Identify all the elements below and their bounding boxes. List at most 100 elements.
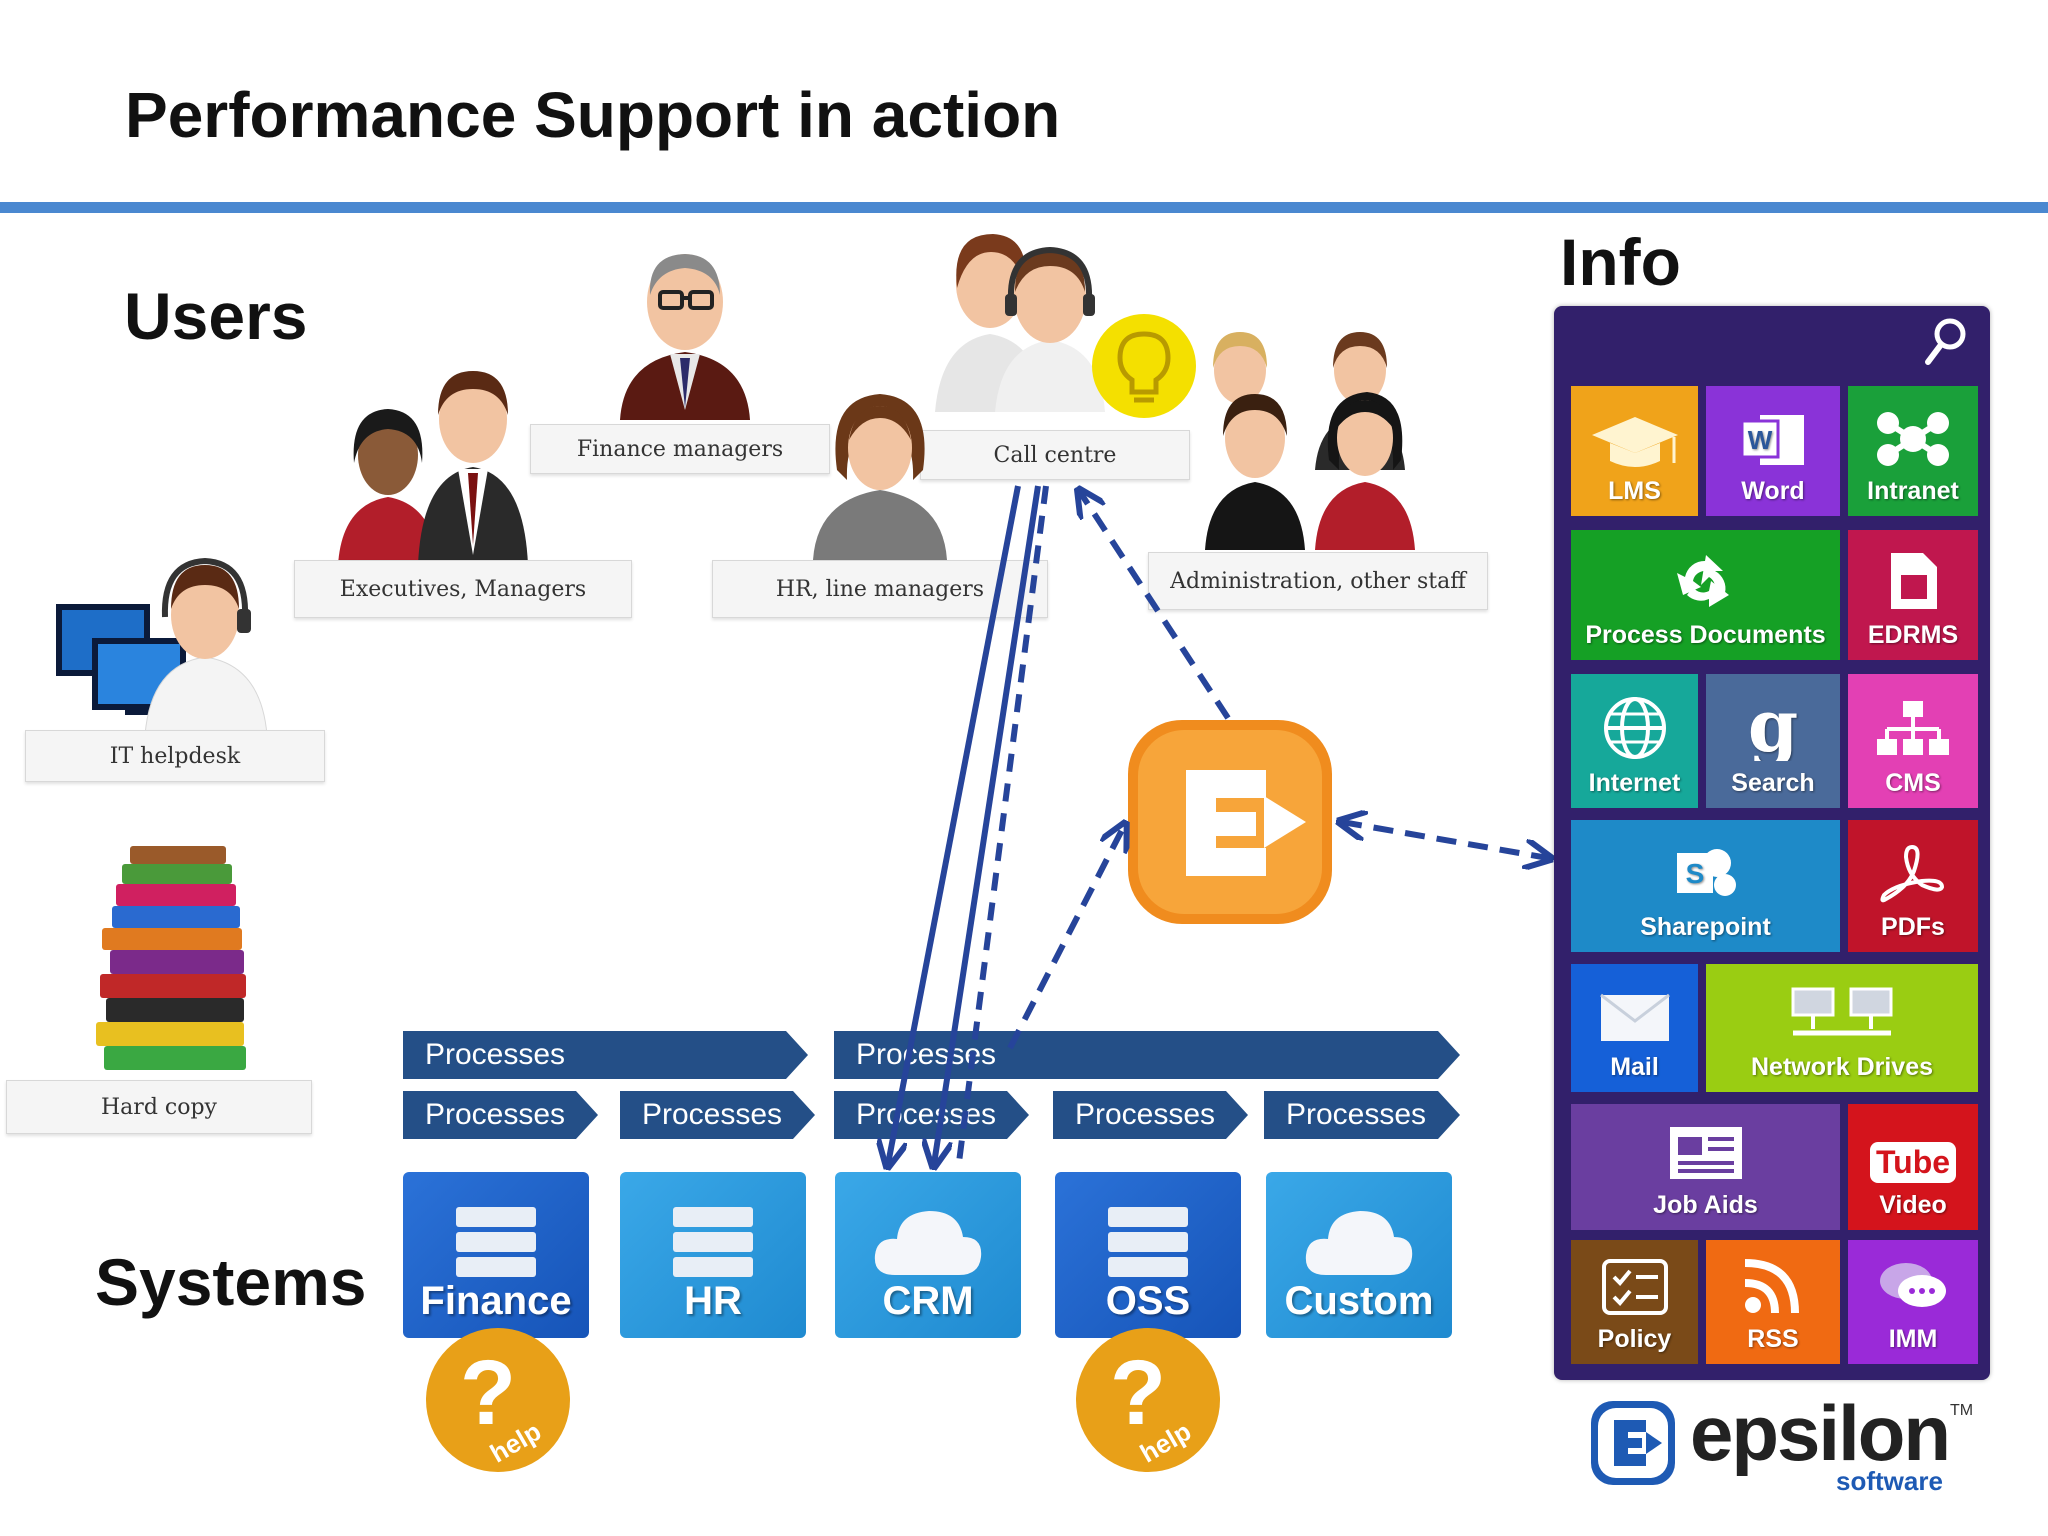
word-icon: W <box>1740 415 1804 465</box>
header-divider <box>0 202 2048 213</box>
svg-text:S: S <box>1685 858 1704 889</box>
tile-intranet[interactable]: Intranet <box>1848 386 1978 516</box>
search-icon[interactable] <box>1924 316 1968 368</box>
cloud-icon <box>1305 1211 1413 1275</box>
globe-icon <box>1603 697 1666 759</box>
tile-label: Internet <box>1588 769 1681 797</box>
chat-bubbles-icon <box>1880 1263 1946 1307</box>
system-label: OSS <box>1105 1279 1191 1323</box>
label-finance-managers: Finance managers <box>530 424 830 474</box>
process-bar-bottom-3: Processes <box>834 1091 1029 1139</box>
tile-label: PDFs <box>1881 913 1945 941</box>
tile-label: Video <box>1879 1191 1947 1219</box>
tile-label: Search <box>1731 769 1815 797</box>
tile-label: Process Documents <box>1585 621 1826 649</box>
tile-imm[interactable]: IMM <box>1848 1240 1978 1364</box>
question-mark-icon: ? <box>460 1342 516 1444</box>
database-icon <box>1108 1207 1188 1277</box>
database-icon <box>673 1207 753 1277</box>
process-bar-bottom-4: Processes <box>1053 1091 1248 1139</box>
users-heading: Users <box>124 279 308 353</box>
tile-label: Intranet <box>1867 477 1959 505</box>
tile-lms[interactable]: LMS <box>1571 386 1698 516</box>
tile-label: Word <box>1741 477 1805 505</box>
help-badge-finance[interactable]: ? help <box>424 1326 572 1474</box>
rss-icon <box>1744 1259 1799 1314</box>
tile-policy[interactable]: Policy <box>1571 1240 1698 1364</box>
epsilon-logo-icon <box>1591 1401 1675 1485</box>
tile-network-drives[interactable]: Network Drives <box>1706 964 1978 1092</box>
tile-label: LMS <box>1608 477 1661 505</box>
tile-label: Job Aids <box>1653 1191 1758 1219</box>
system-tile-custom[interactable]: Custom <box>1266 1172 1452 1338</box>
tile-label: EDRMS <box>1867 621 1959 649</box>
tile-sharepoint[interactable]: S Sharepoint <box>1571 820 1840 952</box>
tile-job-aids[interactable]: Job Aids <box>1571 1104 1840 1230</box>
systems-heading: Systems <box>95 1245 367 1319</box>
system-label: CRM <box>882 1279 974 1323</box>
dashed-line-call-to-crm <box>955 485 1049 1171</box>
network-nodes-icon <box>1877 412 1949 466</box>
help-badge-oss[interactable]: ? help <box>1074 1326 1222 1474</box>
it-helpdesk-figure <box>56 557 268 735</box>
epsilon-hub-icon[interactable] <box>1124 716 1336 928</box>
system-tile-crm[interactable]: CRM <box>835 1172 1021 1338</box>
tile-label: Mail <box>1610 1053 1659 1081</box>
label-hard-copy: Hard copy <box>6 1080 312 1134</box>
tile-search[interactable]: g Search <box>1706 674 1840 808</box>
envelope-icon <box>1599 993 1670 1041</box>
dashed-arrow-to-call-centre <box>1080 492 1231 720</box>
tile-label: IMM <box>1888 1325 1938 1353</box>
dashed-arrow-to-epsilon <box>1007 826 1124 1050</box>
label-it-helpdesk: IT helpdesk <box>25 730 325 782</box>
info-heading: Info <box>1560 225 1681 299</box>
cloud-icon <box>874 1211 982 1275</box>
brand-name: epsilon <box>1690 1389 1951 1477</box>
graduation-cap-icon <box>1591 417 1678 467</box>
tile-label: RSS <box>1747 1325 1799 1353</box>
process-bar-top-1: Processes <box>403 1031 808 1079</box>
brand-subtitle: software <box>1836 1466 1943 1496</box>
tile-rss[interactable]: RSS <box>1706 1240 1840 1364</box>
tile-label: CMS <box>1885 769 1941 797</box>
youtube-icon: Tube <box>1869 1142 1957 1183</box>
tile-word[interactable]: W Word <box>1706 386 1840 516</box>
tile-video[interactable]: Tube Video <box>1848 1104 1978 1230</box>
process-bar-bottom-1: Processes <box>403 1091 598 1139</box>
finance-manager-figure <box>620 254 750 420</box>
tile-label: Policy <box>1597 1325 1672 1353</box>
books-stack-icon <box>96 846 246 1070</box>
dashed-arrow-epsilon-info <box>1342 822 1548 858</box>
process-bar-bottom-5: Processes <box>1264 1091 1460 1139</box>
solid-arrow-to-crm-2 <box>934 485 1041 1164</box>
system-tile-oss[interactable]: OSS <box>1055 1172 1241 1338</box>
tile-cms[interactable]: CMS <box>1848 674 1978 808</box>
label-executives-managers: Executives, Managers <box>294 560 632 618</box>
tile-label: Sharepoint <box>1640 913 1771 941</box>
label-hr-line-managers: HR, line managers <box>712 560 1048 618</box>
question-mark-icon: ? <box>1110 1342 1166 1444</box>
label-call-centre: Call centre <box>920 430 1190 480</box>
solid-arrow-to-crm <box>888 485 1021 1164</box>
google-g-icon: g <box>1748 691 1798 761</box>
tile-label: Network Drives <box>1750 1053 1934 1081</box>
hr-manager-figure <box>813 394 947 560</box>
sitemap-icon <box>1877 701 1949 755</box>
newspaper-icon <box>1669 1127 1742 1179</box>
system-label: HR <box>684 1279 742 1323</box>
system-tile-finance[interactable]: Finance <box>403 1172 589 1338</box>
tile-internet[interactable]: Internet <box>1571 674 1698 808</box>
database-icon <box>456 1207 536 1277</box>
network-drives-icon <box>1791 987 1893 1036</box>
system-label: Custom <box>1284 1279 1434 1323</box>
system-tile-hr[interactable]: HR <box>620 1172 806 1338</box>
tile-process-documents[interactable]: Process Documents <box>1571 530 1840 660</box>
tile-edrms[interactable]: EDRMS <box>1848 530 1978 660</box>
tile-mail[interactable]: Mail <box>1571 964 1698 1092</box>
sharepoint-icon: S <box>1676 849 1736 896</box>
svg-text:g: g <box>1748 691 1798 761</box>
lightbulb-icon <box>1092 314 1196 418</box>
tile-pdfs[interactable]: PDFs <box>1848 820 1978 952</box>
executives-figure <box>338 371 528 565</box>
